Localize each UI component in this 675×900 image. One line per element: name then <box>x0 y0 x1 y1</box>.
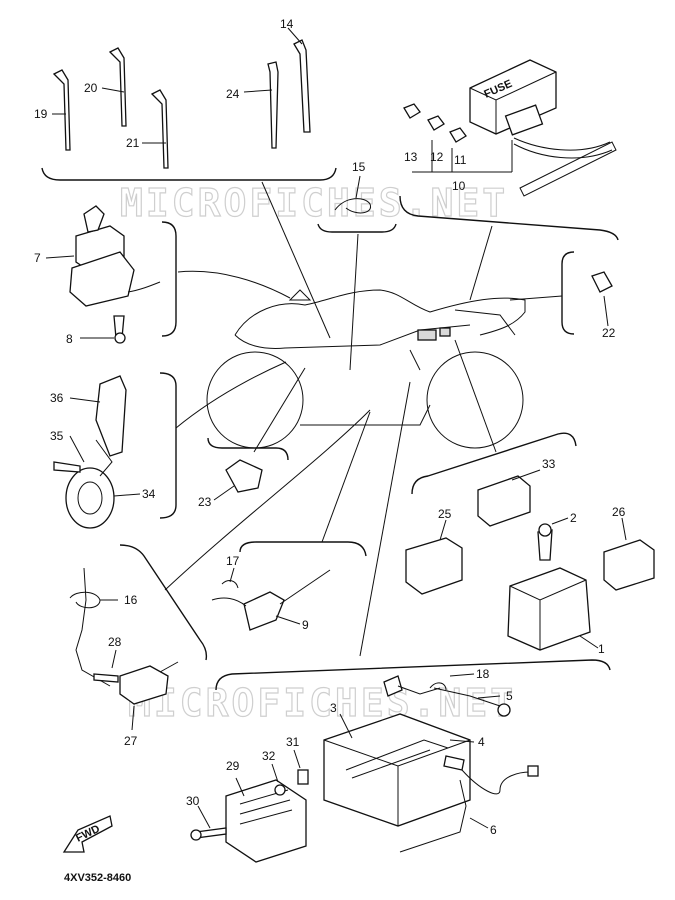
watermark-bottom: MICROFICHES.NET <box>128 681 516 725</box>
regulator-group <box>190 749 309 863</box>
callout-24: 24 <box>226 87 240 101</box>
horn-assembly <box>53 375 141 529</box>
callout-15: 15 <box>352 160 366 174</box>
callout-6: 6 <box>490 823 497 837</box>
motorcycle-outline <box>206 289 526 449</box>
callout-1: 1 <box>598 642 605 656</box>
relay-22 <box>591 271 613 327</box>
fuse-box: FUSE <box>403 59 617 197</box>
callout-numbers: 14 20 24 19 21 13 12 11 10 15 7 8 22 36 … <box>34 17 626 837</box>
callout-20: 20 <box>84 81 98 95</box>
callout-22: 22 <box>602 326 616 340</box>
callout-17: 17 <box>226 554 240 568</box>
callout-3: 3 <box>330 701 337 715</box>
callout-4: 4 <box>478 735 485 749</box>
leader-lines <box>164 181 563 657</box>
relay-units <box>405 469 655 595</box>
fwd-label: FWD <box>74 823 102 845</box>
callout-33: 33 <box>542 457 556 471</box>
callout-28: 28 <box>108 635 122 649</box>
callout-29: 29 <box>226 759 240 773</box>
switch-27 <box>69 567 179 731</box>
holder-23 <box>213 459 263 501</box>
callout-7: 7 <box>34 251 41 265</box>
callout-23: 23 <box>198 495 212 509</box>
callout-leaders-top <box>52 27 303 144</box>
clamp-15 <box>334 175 372 214</box>
callout-9: 9 <box>302 618 309 632</box>
callout-31: 31 <box>286 735 300 749</box>
battery-group <box>323 673 539 853</box>
callout-27: 27 <box>124 734 138 748</box>
callout-30: 30 <box>186 794 200 808</box>
callout-10: 10 <box>452 179 466 193</box>
cable-band-group <box>52 39 311 169</box>
callout-18: 18 <box>476 667 490 681</box>
callout-21: 21 <box>126 136 140 150</box>
callout-19: 19 <box>34 107 48 121</box>
callout-32: 32 <box>262 749 276 763</box>
callout-5: 5 <box>506 689 513 703</box>
sensor-9 <box>211 567 331 631</box>
callout-14: 14 <box>280 17 294 31</box>
main-switch <box>45 205 161 344</box>
forward-arrow: FWD <box>62 815 113 853</box>
callout-12: 12 <box>430 150 444 164</box>
callout-35: 35 <box>50 429 64 443</box>
callout-11: 11 <box>454 153 467 167</box>
callout-2: 2 <box>570 511 577 525</box>
callout-13: 13 <box>404 150 418 164</box>
callout-26: 26 <box>612 505 626 519</box>
callout-36: 36 <box>50 391 64 405</box>
callout-34: 34 <box>142 487 156 501</box>
callout-8: 8 <box>66 332 73 346</box>
starter-relay <box>507 517 599 651</box>
callout-16: 16 <box>124 593 138 607</box>
group-brackets <box>41 167 619 691</box>
drawing-number: 4XV352-8460 <box>64 872 131 884</box>
callout-25: 25 <box>438 507 452 521</box>
